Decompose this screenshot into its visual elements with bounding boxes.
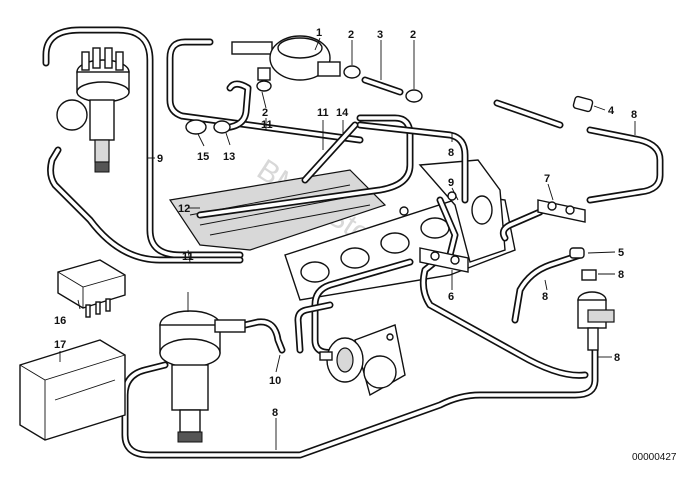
callout-7: 7	[544, 173, 550, 185]
callout-2: 2	[262, 107, 268, 119]
callout-11: 11	[261, 119, 273, 131]
hose-sleeve	[361, 76, 404, 96]
callout-17: 17	[54, 339, 66, 351]
hose-holder-6	[419, 247, 469, 273]
callout-16: 16	[54, 315, 66, 327]
callout-8: 8	[614, 352, 620, 364]
callout-5: 5	[618, 247, 624, 259]
callout-11: 11	[317, 107, 329, 119]
callout-8: 8	[542, 291, 548, 303]
control-unit	[19, 339, 126, 441]
callout-1: 1	[316, 27, 322, 39]
callout-10: 10	[269, 375, 281, 387]
callout-12: 12	[178, 203, 190, 215]
callout-15: 15	[197, 151, 209, 163]
callout-9: 9	[157, 153, 163, 165]
callout-8: 8	[448, 147, 454, 159]
document-number: 00000427	[632, 452, 677, 463]
auxiliary-air-valve	[159, 310, 246, 443]
callout-labels: 1 2 3 2 4 8 11 14 2 11 15 13 9 12 8 9 7 …	[54, 27, 637, 419]
callout-8: 8	[618, 269, 624, 281]
callout-11: 11	[182, 251, 194, 263]
hoses	[42, 26, 664, 459]
intake-manifold	[284, 159, 516, 301]
callout-4: 4	[608, 105, 615, 117]
callout-2: 2	[410, 29, 416, 41]
callout-8: 8	[631, 109, 637, 121]
vacuum-switch	[569, 247, 615, 351]
callout-2: 2	[348, 29, 354, 41]
callout-8: 8	[272, 407, 278, 419]
hose-clamps	[185, 65, 423, 135]
callout-9: 9	[448, 177, 454, 189]
hose-holder	[537, 199, 586, 223]
callout-14: 14	[336, 107, 349, 119]
ignition-distributor	[56, 47, 130, 173]
callout-3: 3	[377, 29, 383, 41]
pressure-regulator	[231, 35, 341, 81]
callout-6: 6	[448, 291, 454, 303]
callout-13: 13	[223, 151, 235, 163]
vacuum-diaphragm	[319, 324, 406, 397]
hose-pieces-top-right	[493, 95, 594, 129]
relay	[57, 259, 126, 318]
leader-lines	[59, 37, 636, 450]
